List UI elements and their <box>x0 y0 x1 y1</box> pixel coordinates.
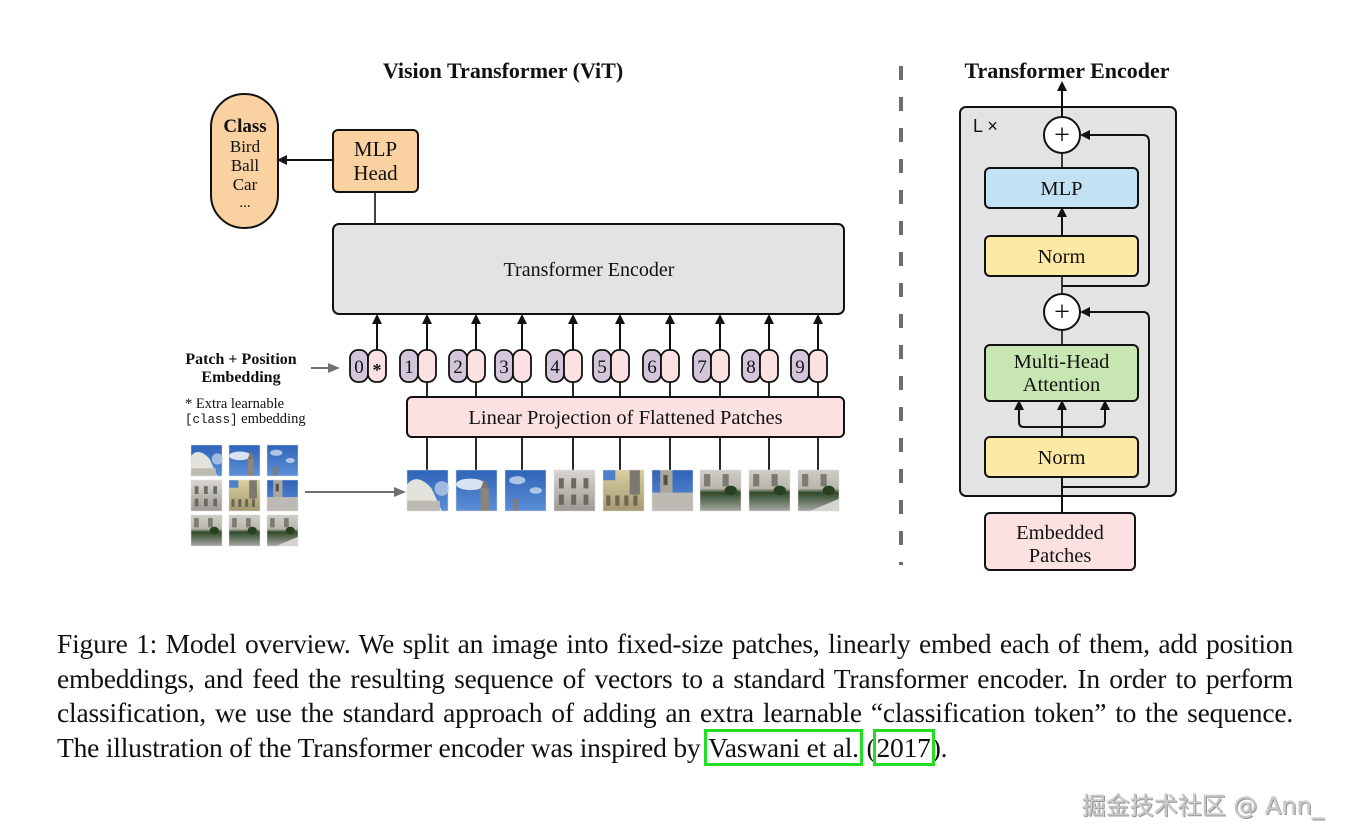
patch-embedding <box>759 349 779 383</box>
patch-embedding <box>660 349 680 383</box>
citation-open-paren: ( <box>859 731 876 763</box>
residual-connection-bottom <box>1062 307 1150 488</box>
embedding-label: Patch + Position <box>185 351 296 368</box>
position-index: 8 <box>746 357 756 378</box>
class-title: Class <box>223 116 266 137</box>
svg-text:MLP: MLP <box>1040 178 1082 200</box>
image-patch <box>602 469 645 512</box>
svg-text:MLP: MLP <box>354 137 397 161</box>
residual-add-bottom: + <box>1043 293 1081 331</box>
position-index: 1 <box>404 357 414 378</box>
token-6: 6 <box>642 314 680 397</box>
mlp-block: MLP <box>984 167 1139 209</box>
token-5: 5 <box>592 314 630 397</box>
patch-embedding <box>563 349 583 383</box>
image-patch <box>748 469 791 512</box>
embedded-patches-block: Embedded Patches <box>984 512 1136 571</box>
position-index: 7 <box>697 357 707 378</box>
image-patch <box>190 514 223 547</box>
position-index: 4 <box>550 357 560 378</box>
encoder-detail-title: Transformer Encoder <box>964 58 1169 83</box>
class-item: ... <box>239 195 250 211</box>
image-patch <box>190 479 223 512</box>
image-patch <box>797 469 840 512</box>
watermark: 掘金技术社区 @ Ann_ <box>1081 792 1324 820</box>
linear-projection-box: Linear Projection of Flattened Patches <box>406 396 845 438</box>
patch-embedding <box>710 349 730 383</box>
position-index: 6 <box>647 357 657 378</box>
position-index: 2 <box>453 357 463 378</box>
image-patch <box>553 469 596 512</box>
token-9: 9 <box>790 314 828 397</box>
image-patch-grid <box>190 444 299 547</box>
image-patch <box>228 514 261 547</box>
token-7: 7 <box>692 314 730 397</box>
class-embedding-note: [class] embedding <box>185 411 306 427</box>
class-output: Class Bird Ball Car ... <box>210 93 279 229</box>
image-patch <box>455 469 498 512</box>
residual-connection-top <box>1062 130 1150 287</box>
position-index: 5 <box>597 357 607 378</box>
token-3: 3 <box>494 314 532 397</box>
encoder-label: Transformer Encoder <box>504 259 675 281</box>
class-item: Car <box>233 175 258 194</box>
svg-text:+: + <box>1054 120 1070 151</box>
multi-head-attention-block: Multi-Head Attention <box>984 344 1139 402</box>
image-patch <box>266 444 299 477</box>
residual-add-top: + <box>1043 116 1081 154</box>
citation-close-paren: ). <box>931 731 948 763</box>
norm-block-bottom: Norm <box>984 436 1139 478</box>
patch-embedding <box>808 349 828 383</box>
norm-block-top: Norm <box>984 235 1139 277</box>
image-patch <box>699 469 742 512</box>
image-patch <box>406 469 450 512</box>
token-4: 4 <box>545 314 583 397</box>
token-8: 8 <box>741 314 779 397</box>
patch-embedding <box>417 349 437 383</box>
figure-caption: Figure 1: Model overview. We split an im… <box>57 627 1293 766</box>
class-token-star: * <box>373 360 382 380</box>
svg-text:Embedded: Embedded <box>1016 522 1104 544</box>
patch-embedding <box>512 349 532 383</box>
image-patch <box>504 469 547 512</box>
qkv-arrows <box>1014 400 1110 437</box>
image-patch <box>651 469 694 512</box>
position-index: 0 <box>354 357 364 378</box>
image-patch <box>228 479 261 512</box>
vit-diagram: Vision Transformer (ViT) Class Bird Ball… <box>185 58 1177 571</box>
patch-embedding <box>466 349 486 383</box>
citation-author-link[interactable]: Vaswani et al. <box>704 728 863 766</box>
svg-text:+: + <box>1054 297 1070 328</box>
token-2: 2 <box>448 314 486 397</box>
svg-text:Norm: Norm <box>1038 447 1086 469</box>
citation-year-link[interactable]: 2017 <box>872 728 935 766</box>
repeat-label: L × <box>973 116 998 136</box>
image-patch <box>266 514 299 547</box>
projection-label: Linear Projection of Flattened Patches <box>468 407 782 429</box>
embedding-label: Embedding <box>201 369 280 386</box>
position-index: 9 <box>795 357 805 378</box>
svg-text:Patches: Patches <box>1029 545 1092 567</box>
mlp-head: MLP Head <box>332 129 419 193</box>
patch-embedding <box>367 349 387 383</box>
svg-text:Multi-Head: Multi-Head <box>1014 351 1110 373</box>
svg-text:Attention: Attention <box>1023 374 1100 396</box>
class-item: Ball <box>231 156 260 175</box>
extra-learnable-note: * Extra learnable <box>185 396 284 412</box>
token-0: 0* <box>349 314 387 383</box>
class-item: Bird <box>230 137 261 156</box>
svg-text:Head: Head <box>353 161 398 185</box>
token-1: 1 <box>399 314 437 397</box>
image-patch <box>266 479 299 512</box>
patch-embedding <box>610 349 630 383</box>
flattened-patch-row <box>406 437 840 512</box>
image-patch <box>190 444 223 477</box>
image-patch <box>228 444 261 477</box>
transformer-encoder-box: Transformer Encoder <box>332 223 845 315</box>
svg-text:Norm: Norm <box>1038 246 1086 268</box>
vit-title: Vision Transformer (ViT) <box>383 58 623 83</box>
caption-text: Figure 1: Model overview. We split an im… <box>57 628 1293 763</box>
position-index: 3 <box>499 357 509 378</box>
